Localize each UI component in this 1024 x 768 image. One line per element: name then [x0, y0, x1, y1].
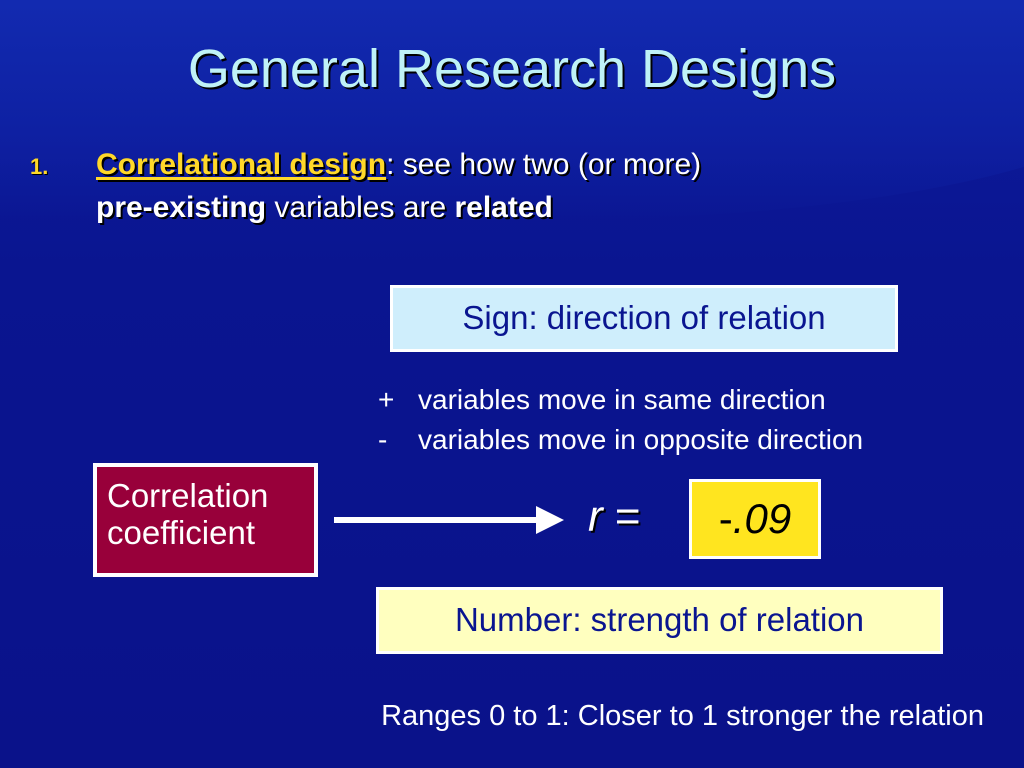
- formula: r =: [588, 492, 641, 542]
- list-item: -variables move in opposite direction: [376, 420, 863, 460]
- plus-symbol: +: [378, 384, 395, 415]
- footer-note: Ranges 0 to 1: Closer to 1 stronger the …: [381, 700, 984, 732]
- sign-box: Sign: direction of relation: [390, 285, 898, 352]
- slide-title: General Research Designs: [187, 39, 837, 99]
- correlation-coefficient-box: Correlation coefficient: [93, 463, 318, 577]
- equals-sign: =: [602, 492, 641, 541]
- list-item: + variables move in same direction: [376, 380, 863, 420]
- variable-r: r: [588, 492, 603, 541]
- sign-list: + variables move in same direction -varia…: [376, 380, 863, 460]
- minus-symbol: -: [378, 424, 388, 455]
- coefficient-line-2: coefficient: [107, 514, 255, 551]
- item-text-b: variables are: [266, 191, 455, 224]
- number-box: Number: strength of relation: [376, 587, 943, 654]
- list-item: Correlational design: see how two (or mo…: [96, 143, 976, 229]
- sign-item-text: variables move in same direction: [418, 384, 826, 415]
- item-bold-pre-existing: pre-existing: [96, 191, 267, 224]
- value-sign: -: [718, 495, 733, 542]
- value-number: .09: [732, 495, 792, 542]
- list-number: 1.: [30, 154, 49, 179]
- right-arrow-icon: [334, 506, 564, 534]
- coefficient-line-1: Correlation: [107, 477, 269, 514]
- item-text-a: : see how two (or more): [386, 148, 702, 181]
- background-band: [0, 0, 1024, 220]
- term-correlational-design: Correlational design: [96, 148, 387, 181]
- sign-item-text: variables move in opposite direction: [418, 424, 864, 455]
- correlation-value-box: -.09: [689, 479, 821, 559]
- item-bold-related: related: [454, 191, 553, 224]
